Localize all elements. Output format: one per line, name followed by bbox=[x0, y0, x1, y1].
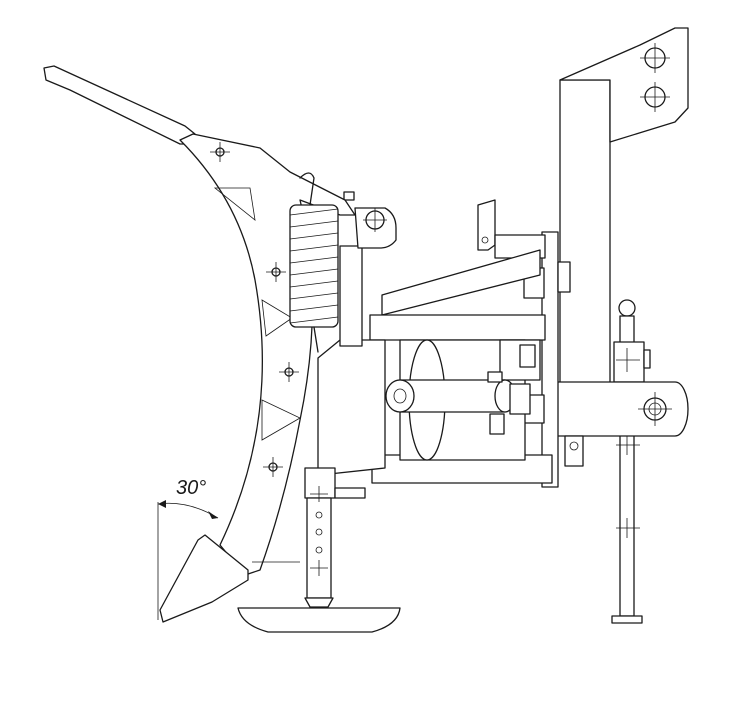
parking-stand bbox=[237, 467, 401, 633]
lock-lever bbox=[477, 199, 546, 259]
hydraulic-cylinder bbox=[385, 339, 541, 461]
support-leg bbox=[611, 299, 651, 624]
return-spring bbox=[289, 172, 339, 353]
angle-dimension: 30° bbox=[157, 477, 219, 620]
plate-bolt-hole-bottom bbox=[640, 82, 670, 112]
plate-bolt-hole-top bbox=[640, 43, 670, 73]
angle-label: 30° bbox=[176, 477, 206, 499]
pivot-block bbox=[317, 191, 397, 476]
blade-bolt-4 bbox=[263, 457, 283, 477]
blade-bolt-3 bbox=[279, 362, 299, 382]
plow-blade bbox=[43, 65, 356, 623]
mounting-plate bbox=[559, 27, 689, 401]
blade-bolt-2 bbox=[266, 262, 286, 282]
cross-bracket bbox=[554, 381, 689, 467]
blade-bolt-1 bbox=[210, 142, 230, 162]
